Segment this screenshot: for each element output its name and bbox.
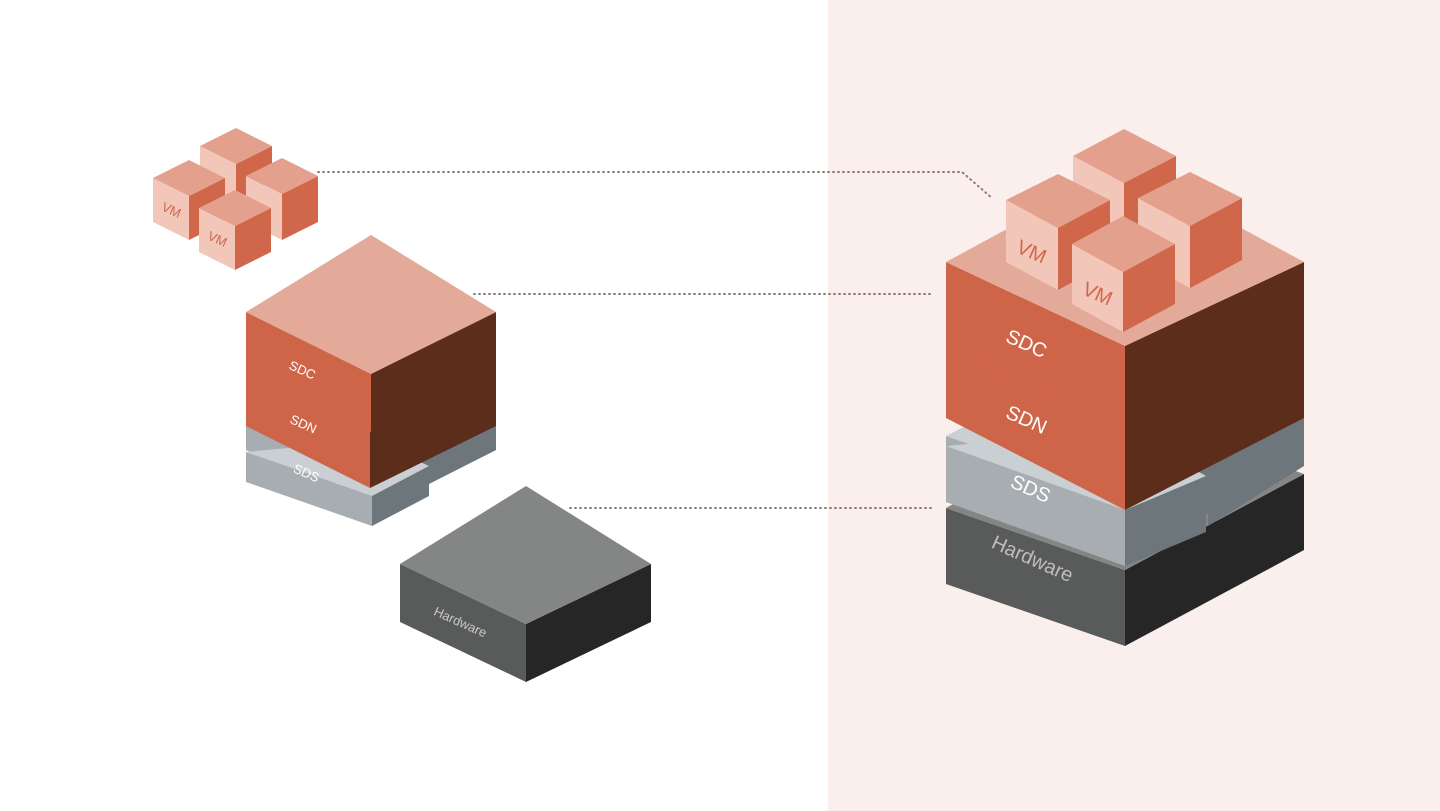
left-vm-cube-right-right-face — [282, 176, 318, 240]
left-sdc-layer-top-face — [246, 235, 496, 374]
right-sds-notch-right-face — [1208, 410, 1304, 526]
left-sdc-layer-left-face — [246, 312, 371, 432]
left-vm-cube-back-top-face — [200, 128, 272, 164]
right-hardware-layer-left-face — [946, 508, 1125, 646]
right-vm-cube-right-right-face — [1190, 198, 1242, 288]
left-vm-cube-front-top-face — [199, 190, 271, 226]
right-vm-cube-left-top-face — [1006, 174, 1110, 228]
left-sds-notch-right-face — [429, 420, 496, 484]
connector-lines — [317, 171, 993, 509]
left-hardware-layer-right-face — [526, 564, 651, 682]
right-vm-cube-front-top-face — [1072, 216, 1175, 272]
right-vm-cube-right-top-face — [1138, 172, 1242, 226]
right-sdc-layer-right-face — [1125, 262, 1304, 430]
left-sdc-layer — [246, 235, 496, 432]
right-sdn-layer-left-face — [946, 334, 1125, 510]
left-vm-label-2: VM — [205, 228, 229, 250]
left-vm-cube-right-top-face — [246, 158, 318, 194]
right-sds-notch — [1208, 410, 1304, 526]
left-vm-cube-front — [199, 190, 271, 270]
left-vm-label-1: VM — [159, 199, 183, 221]
right-vm-cube-front-left-face — [1072, 244, 1123, 332]
right-sdc-layer-left-face — [946, 262, 1125, 430]
connector-vm — [317, 171, 993, 199]
right-hardware-layer-right-face — [1125, 474, 1304, 646]
left-hardware-layer — [400, 486, 651, 682]
left-sdn-layer-left-face — [246, 364, 370, 488]
left-vm-cube-left-top-face — [153, 160, 225, 196]
left-hardware-layer-left-face — [400, 564, 526, 682]
left-sdc-layer-right-face — [371, 312, 496, 432]
left-sds-front-left-face — [246, 452, 372, 526]
right-vm-cube-left-left-face — [1006, 200, 1058, 290]
right-sds-front-right-face — [1125, 476, 1206, 566]
right-vm-cube-front — [1072, 216, 1175, 332]
right-vm-cube-front-right-face — [1123, 244, 1175, 332]
left-vm-cube-left-left-face — [153, 178, 189, 240]
left-vm-cube-front-right-face — [235, 208, 271, 270]
right-sds-front-left-face — [946, 446, 1125, 566]
left-sdn-layer-right-face — [370, 364, 496, 488]
left-sds-front-right-face — [372, 466, 429, 526]
right-vm-cube-back-top-face — [1073, 129, 1176, 183]
left-hardware-layer-top-face — [400, 486, 651, 624]
right-sdn-layer-right-face — [1125, 334, 1304, 510]
left-vm-cube-front-left-face — [199, 208, 235, 270]
